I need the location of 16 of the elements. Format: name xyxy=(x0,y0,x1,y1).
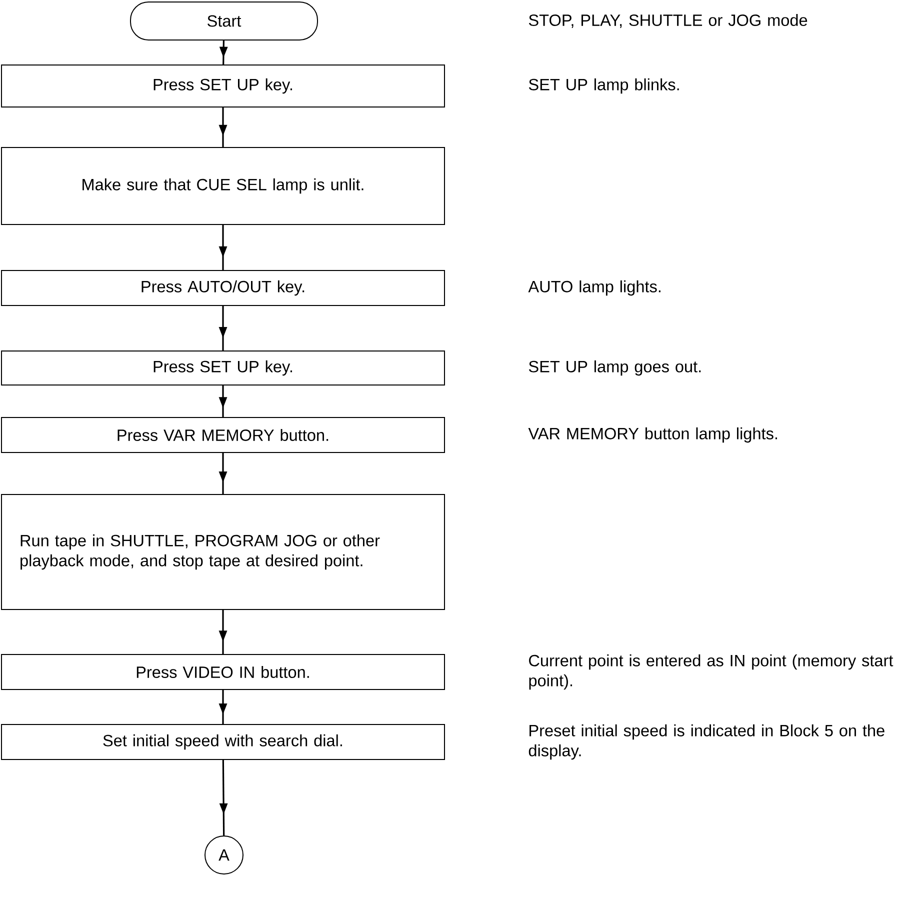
annotation-text: Current point is entered as IN point (memory start point). xyxy=(529,654,894,690)
annotation-text: STOP, PLAY, SHUTTLE or JOG mode xyxy=(528,14,808,28)
process-box: Press SET UP key. xyxy=(1,64,445,108)
start-terminal: Start xyxy=(130,2,318,40)
annotation-text: VAR MEMORY button lamp lights. xyxy=(528,427,777,443)
process-box: Press VAR MEMORY button. xyxy=(1,417,445,453)
process-box: Make sure that CUE SEL lamp is unlit. xyxy=(1,147,445,225)
annotation-text: SET UP lamp blinks. xyxy=(528,78,679,94)
annotation-text: SET UP lamp goes out. xyxy=(528,360,701,376)
process-box: Set initial speed with search dial. xyxy=(1,724,445,760)
process-box: Press AUTO/OUT key. xyxy=(1,270,445,306)
process-box: Press SET UP key. xyxy=(1,350,445,386)
process-box: Press VIDEO IN button. xyxy=(1,654,445,690)
process-box: Run tape in SHUTTLE, PROGRAM JOG or other playback mode, and stop tape at desired point. xyxy=(1,494,445,610)
annotation-text: Preset initial speed is indicated in Block 5 on the display. xyxy=(528,724,884,760)
annotation-text: AUTO lamp lights. xyxy=(528,280,660,296)
